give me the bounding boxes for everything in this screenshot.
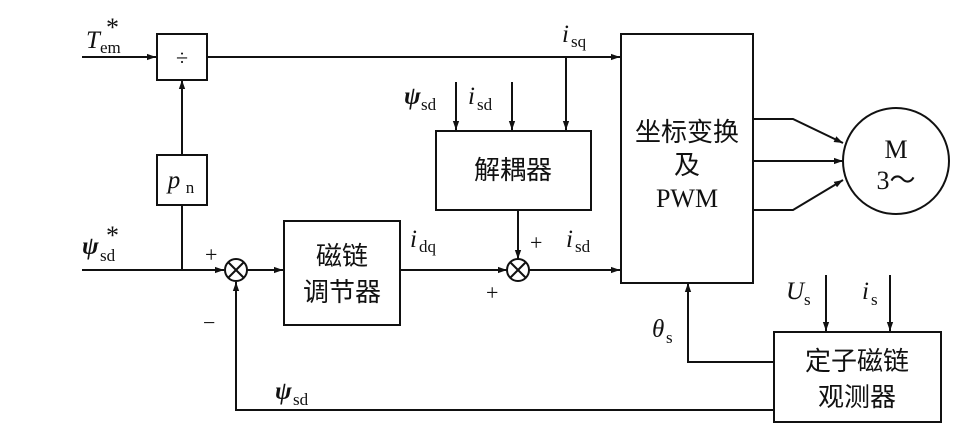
svg-text:s: s [804,290,811,309]
svg-text:T: T [86,27,102,54]
label-psi-sd-decoupler: ψ sd [404,83,437,114]
svg-text:s: s [871,290,878,309]
svg-text:sd: sd [575,237,591,256]
label-theta-s: θ s [652,316,673,347]
flux-regulator-block: 磁链 调节器 [283,220,401,326]
svg-text:÷: ÷ [176,45,188,70]
svg-text:em: em [100,38,121,57]
svg-text:磁链: 磁链 [316,242,368,272]
label-psi-sd-ref: ψ sd * [82,221,119,265]
svg-text:dq: dq [419,237,437,256]
svg-text:M: M [884,135,907,164]
transform-pwm-block: 坐标变换 及 PWM [620,33,754,284]
d-sum-plus-left-sign: + [486,280,498,305]
flux-sum-minus-sign: − [203,310,215,335]
svg-text:ψ: ψ [82,233,99,260]
svg-text:及: 及 [674,151,700,181]
label-isd: i sd [566,226,591,256]
svg-text:sq: sq [571,32,587,51]
svg-text:解耦器: 解耦器 [474,156,552,186]
motor-symbol: M 3～ [842,107,950,215]
svg-text:调节器: 调节器 [303,278,381,308]
label-isd-decoupler: i sd [468,83,493,114]
svg-text:3～: 3～ [876,166,915,195]
label-us: U s [786,278,811,309]
flux-sum-plus-sign: + [205,242,217,267]
svg-text:n: n [186,178,195,197]
svg-text:i: i [468,83,475,110]
label-idq: i dq [410,226,437,256]
pole-pairs-block: p n [156,154,208,206]
svg-text:s: s [666,328,673,347]
stator-flux-observer-block: 定子磁链 观测器 [773,331,942,423]
svg-text:p: p [166,167,181,194]
svg-text:U: U [786,278,806,305]
svg-text:θ: θ [652,316,664,343]
svg-text:sd: sd [477,95,493,114]
d-axis-summing-junction [506,258,530,282]
svg-text:*: * [106,221,119,250]
flux-summing-junction [224,258,248,282]
divider-block: ÷ [156,33,208,81]
label-is: i s [862,278,878,309]
svg-text:坐标变换: 坐标变换 [635,118,739,148]
svg-text:i: i [566,226,573,253]
svg-text:定子磁链: 定子磁链 [805,347,909,377]
label-psi-sd-feedback: ψ sd [275,378,309,409]
signal-wires [82,53,894,411]
d-sum-plus-top-sign: + [530,230,542,255]
svg-text:ψ: ψ [275,378,292,405]
svg-text:ψ: ψ [404,83,421,110]
svg-text:sd: sd [293,390,309,409]
svg-text:sd: sd [100,246,116,265]
svg-text:i: i [862,278,869,305]
label-isq: i sq [562,21,587,51]
svg-text:*: * [106,13,119,42]
svg-text:i: i [562,21,569,48]
svg-text:观测器: 观测器 [818,383,896,413]
label-torque-ref: T em * [86,13,121,57]
svg-text:sd: sd [421,95,437,114]
svg-text:PWM: PWM [656,184,718,213]
decoupler-block: 解耦器 [435,130,592,211]
svg-text:i: i [410,226,417,253]
